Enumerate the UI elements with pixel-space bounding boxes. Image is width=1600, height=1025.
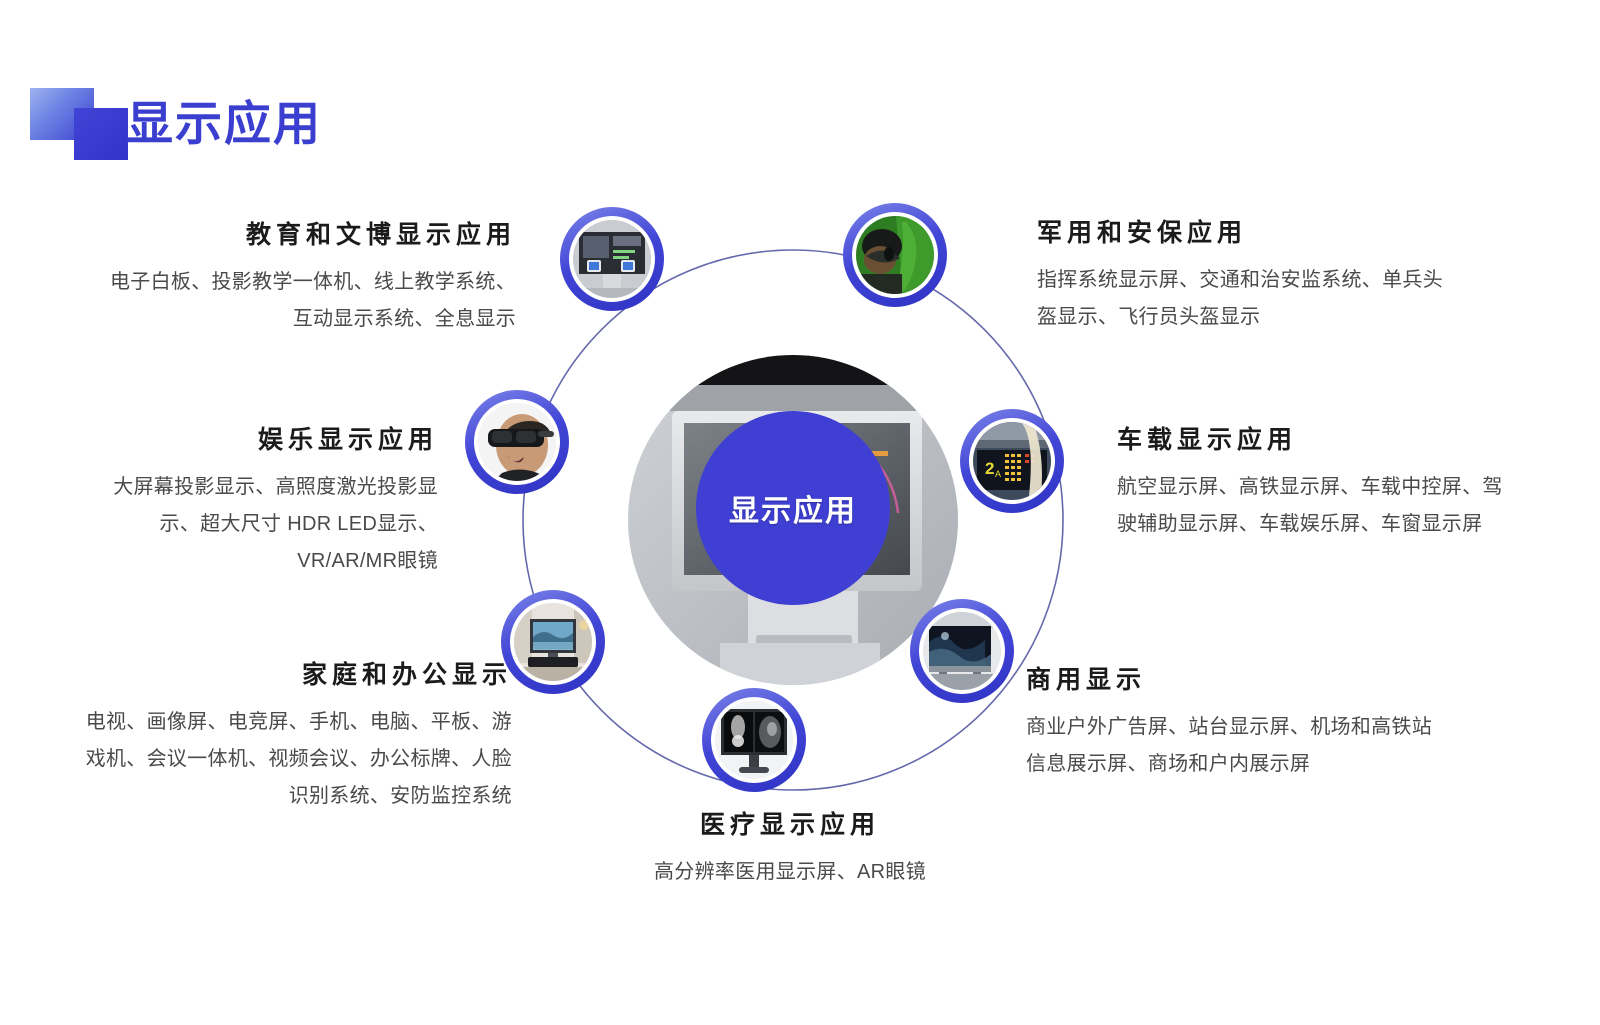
section-title: 军用和安保应用	[1037, 219, 1248, 247]
center-badge-label: 显示应用	[729, 495, 857, 528]
section-home-office: 家庭和办公显示 电视、画像屏、电竞屏、手机、电脑、平板、游戏机、会议一体机、视频…	[66, 658, 512, 815]
section-body: 大屏幕投影显示、高照度激光投影显示、超大尺寸 HDR LED显示、VR/AR/M…	[113, 476, 438, 572]
logo-square-solid	[74, 108, 128, 160]
node-home-office[interactable]	[501, 590, 605, 694]
node-ring-inner	[919, 608, 1005, 694]
node-ring-inner	[852, 212, 938, 298]
section-body: 高分辨率医用显示屏、AR眼镜	[654, 861, 926, 883]
section-medical: 医疗显示应用 高分辨率医用显示屏、AR眼镜	[575, 808, 1005, 891]
section-body: 指挥系统显示屏、交通和治安监系统、单兵头盔显示、飞行员头盔显示	[1037, 269, 1443, 328]
section-body: 电视、画像屏、电竞屏、手机、电脑、平板、游戏机、会议一体机、视频会议、办公标牌、…	[85, 711, 512, 807]
svg-text:A: A	[995, 469, 1001, 479]
section-title: 教育和文博显示应用	[245, 221, 516, 249]
section-title: 家庭和办公显示	[301, 661, 512, 689]
node-military[interactable]	[843, 203, 947, 307]
soldier-helmet-display-icon	[856, 216, 934, 294]
two-squares-logo-icon	[30, 88, 130, 160]
airport-flight-information-board-icon: 2 A	[973, 422, 1051, 500]
node-ring-inner: 2 A	[969, 418, 1055, 504]
outdoor-billboard-screen-icon	[923, 612, 1001, 690]
section-title: 商用显示	[1026, 666, 1147, 694]
node-ring-inner	[569, 216, 655, 302]
living-room-television-icon	[514, 603, 592, 681]
section-military: 军用和安保应用 指挥系统显示屏、交通和治安监系统、单兵头盔显示、飞行员头盔显示	[1037, 216, 1457, 336]
section-title: 医疗显示应用	[699, 811, 880, 839]
section-body: 航空显示屏、高铁显示屏、车载中控屏、驾驶辅助显示屏、车载娱乐屏、车窗显示屏	[1117, 476, 1503, 535]
section-entertainment: 娱乐显示应用 大屏幕投影显示、高照度激光投影显示、超大尺寸 HDR LED显示、…	[76, 423, 438, 580]
node-ring-inner	[510, 599, 596, 685]
node-commercial[interactable]	[910, 599, 1014, 703]
node-entertainment[interactable]	[465, 390, 569, 494]
svg-text:2: 2	[985, 459, 994, 478]
vr-headset-user-icon	[478, 403, 556, 481]
section-education: 教育和文博显示应用 电子白板、投影教学一体机、线上教学系统、互动显示系统、全息显…	[96, 218, 516, 338]
section-commercial: 商用显示 商业户外广告屏、站台显示屏、机场和高铁站信息展示屏、商场和户内展示屏	[1026, 663, 1444, 783]
section-title: 车载显示应用	[1117, 426, 1298, 454]
medical-imaging-monitor-icon	[715, 701, 793, 779]
node-ring-inner	[711, 697, 797, 783]
page-title: 显示应用	[126, 97, 322, 150]
node-medical[interactable]	[702, 688, 806, 792]
node-vehicle[interactable]: 2 A	[960, 409, 1064, 513]
section-vehicle: 车载显示应用 航空显示屏、高铁显示屏、车载中控屏、驾驶辅助显示屏、车载娱乐屏、车…	[1117, 423, 1517, 543]
interactive-kiosk-display-icon	[573, 220, 651, 298]
node-education[interactable]	[560, 207, 664, 311]
section-body: 电子白板、投影教学一体机、线上教学系统、互动显示系统、全息显示	[110, 271, 516, 330]
section-body: 商业户外广告屏、站台显示屏、机场和高铁站信息展示屏、商场和户内展示屏	[1026, 716, 1432, 775]
section-title: 娱乐显示应用	[257, 426, 438, 454]
page-header: 显示应用	[0, 0, 1600, 190]
center-badge: 显示应用	[696, 411, 890, 605]
node-ring-inner	[474, 399, 560, 485]
